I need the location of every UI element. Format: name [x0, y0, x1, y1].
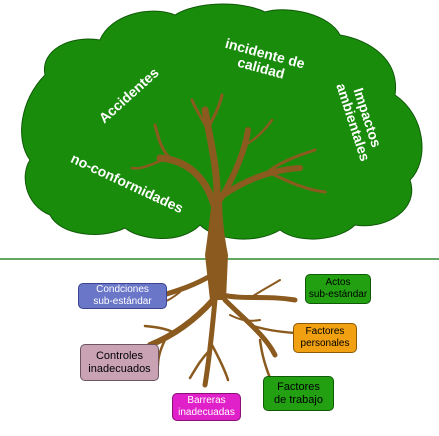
box-actos-sub-estandar: Actos sub-estándar — [305, 274, 371, 304]
tree-crown — [21, 3, 423, 240]
tree-roots — [143, 272, 298, 388]
box-barreras-inadecuadas: Barreras inadecuadas — [172, 393, 241, 421]
tree-branches — [130, 93, 327, 209]
box-condiciones-sub-estandar: Condciones sub-estándar — [78, 283, 167, 309]
box-factores-personales: Factores personales — [293, 323, 357, 353]
box-factores-de-trabajo: Factores de trabajo — [263, 376, 334, 411]
box-controles-inadecuados: Controles inadecuados — [80, 344, 159, 381]
